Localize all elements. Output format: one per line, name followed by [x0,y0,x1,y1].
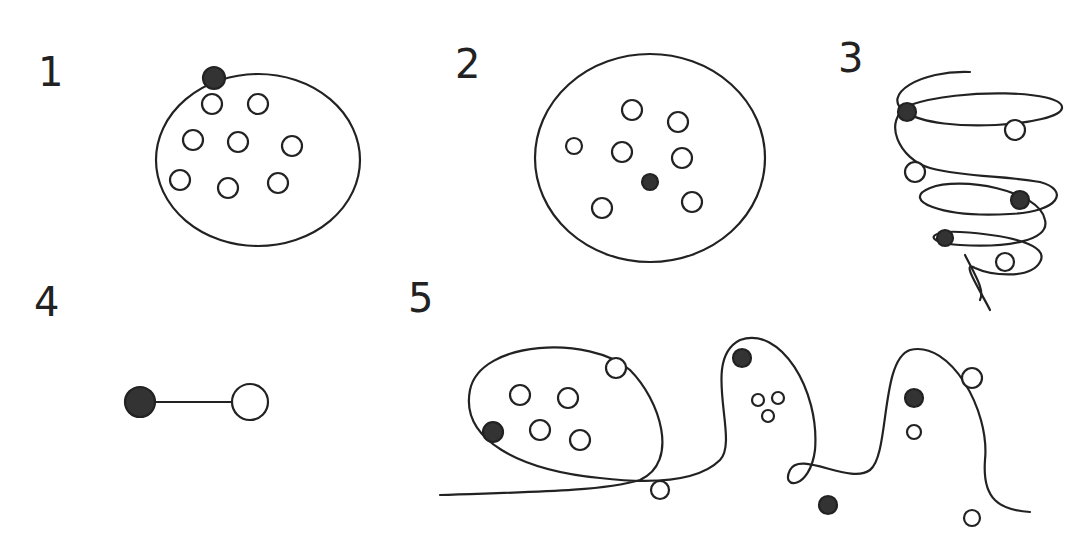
model-four [125,384,268,420]
callout-number: 3 [838,38,863,78]
model-one [156,67,360,246]
callout-number: 5 [408,278,433,318]
model-three [895,72,1062,310]
callout-number: 1 [38,52,63,92]
callout-number: 2 [455,44,480,84]
model-five [440,338,1030,526]
callout-number: 4 [34,282,59,322]
model-two [535,54,765,262]
